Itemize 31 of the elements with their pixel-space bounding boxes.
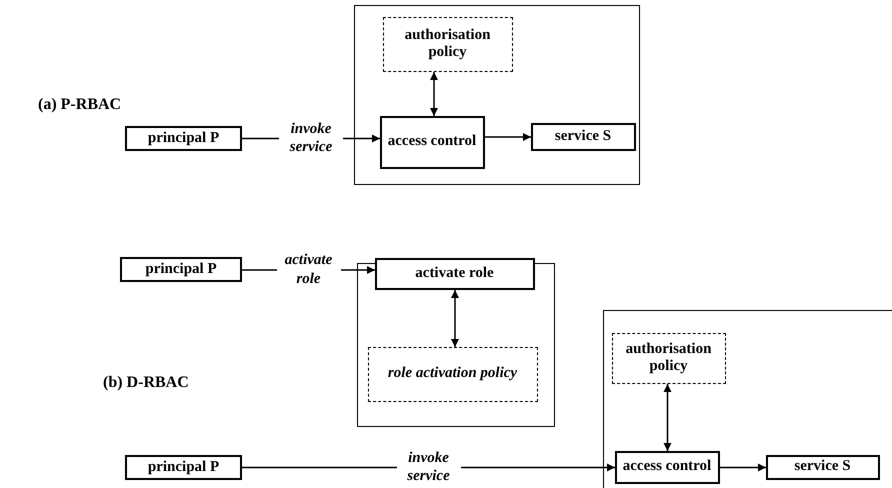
process-box — [374, 258, 534, 290]
arrow — [664, 384, 672, 451]
policy-box — [382, 16, 512, 72]
node-label: role activation policy — [386, 365, 518, 383]
system-boundary-box — [354, 5, 640, 185]
node-label: principal P — [144, 260, 218, 278]
arrow — [720, 464, 766, 472]
process-box — [530, 122, 636, 150]
system-boundary-box — [603, 310, 892, 488]
process-box — [380, 116, 484, 168]
node-label: activate role — [414, 264, 495, 282]
arrow — [451, 290, 459, 347]
node-label: authorisation policy — [624, 340, 712, 376]
arrow — [485, 133, 531, 141]
arrow — [430, 72, 438, 116]
policy-box — [368, 346, 538, 402]
node-label: principal P — [146, 130, 220, 148]
process-box — [125, 126, 242, 151]
policy-box — [612, 332, 726, 384]
node-label: access control — [622, 458, 712, 476]
panel-label: (b) D-RBAC — [103, 374, 189, 392]
process-box — [614, 450, 720, 484]
node-label: service S — [793, 458, 852, 476]
node-label: service S — [554, 128, 612, 146]
process-box — [125, 455, 242, 480]
node-label: principal P — [146, 458, 220, 476]
node-label: access control — [386, 133, 478, 151]
process-box — [766, 454, 880, 480]
panel-label: (a) P-RBAC — [38, 96, 122, 114]
node-label: authorisation policy — [404, 26, 492, 62]
process-box — [120, 257, 242, 282]
